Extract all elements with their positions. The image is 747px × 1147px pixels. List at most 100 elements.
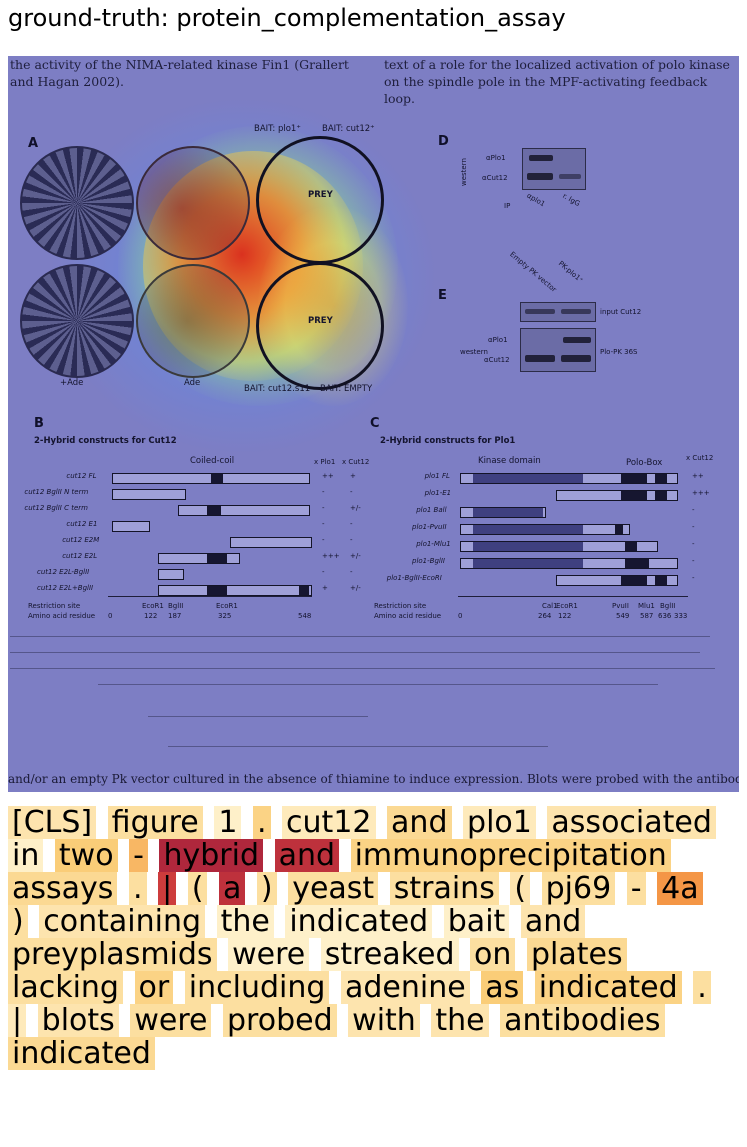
panel-c-construct-bar	[460, 507, 546, 518]
panel-d-ip-label: IP	[504, 202, 511, 210]
panel-b-construct-bar	[178, 505, 310, 516]
plate-label-ade: Ade	[184, 378, 201, 388]
panel-b-construct-name: cut12 BglII N term	[24, 488, 89, 496]
token-chip: were	[130, 1004, 212, 1037]
panel-b-score-plo1: -	[322, 568, 325, 576]
panel-b-site-1: EcoR1	[142, 602, 164, 610]
panel-c-title: 2-Hybrid constructs for Plo1	[380, 436, 516, 446]
panel-d-western: western	[460, 158, 468, 186]
panel-e-blot-input	[520, 302, 596, 322]
token-chip: and	[520, 905, 586, 938]
panel-b-axis	[108, 596, 312, 597]
token-chip: pj69	[541, 872, 616, 905]
panel-c-construct-name: plo1 Ball	[416, 506, 447, 514]
token-chip: in	[8, 839, 44, 872]
panel-b-score-cut12: -	[350, 488, 353, 496]
panel-b-score-plo1: -	[322, 504, 325, 512]
panel-b-construct-bar	[158, 553, 240, 564]
panel-b-construct-bar	[158, 585, 312, 596]
panel-c-construct-name: plo1-E1	[424, 489, 452, 497]
panel-c-construct-name: plo1-PvuII	[412, 523, 447, 531]
token-chip: 4a	[657, 872, 703, 905]
token-chip: )	[256, 872, 277, 905]
token-chip: or	[134, 971, 174, 1004]
panel-b-construct-bar	[112, 521, 150, 532]
panel-b-score-plo1: -	[322, 520, 325, 528]
token-chip: with	[348, 1004, 420, 1037]
panel-b-construct-name: cut12 FL	[66, 472, 97, 480]
token-attention-list: [CLS] figure 1 . cut12 and plo1 associat…	[8, 806, 728, 1070]
panel-b-score-cut12: -	[350, 568, 353, 576]
panel-b-num-2: 187	[168, 612, 182, 620]
token-chip: on	[470, 938, 516, 971]
token-chip: (	[187, 872, 208, 905]
panel-c-num-2: 122	[558, 612, 572, 620]
panel-c-site-4: Mlu1	[638, 602, 655, 610]
token-chip: immunoprecipitation	[350, 839, 671, 872]
token-chip: )	[8, 905, 28, 938]
panel-c-site-1: Cal1	[542, 602, 558, 610]
panel-b-construct-bar	[158, 569, 184, 580]
panel-c-num-1: 264	[538, 612, 552, 620]
token-chip: as	[481, 971, 524, 1004]
panel-d-row-cut12: αCut12	[482, 174, 508, 182]
plate-top-middle	[136, 146, 250, 260]
token-chip: plates	[526, 938, 627, 971]
panel-c-construct-bar	[556, 575, 678, 586]
token-chip: lacking	[8, 971, 123, 1004]
plate-label-bottom-right	[256, 262, 384, 390]
token-chip: 1	[214, 806, 242, 839]
token-chip: and	[387, 806, 452, 839]
token-chip: indicated	[8, 1037, 155, 1070]
figure-top-left-text: the activity of the NIMA-related kinase …	[10, 57, 349, 89]
faded-line	[98, 684, 658, 685]
bait-label-top-right: BAIT: cut12⁺	[322, 124, 375, 134]
panel-c-polo: Polo-Box	[626, 458, 663, 468]
panel-b-score-plo1: -	[322, 536, 325, 544]
token-chip: probed	[223, 1004, 337, 1037]
panel-b-num-4: 548	[298, 612, 312, 620]
token-chip: indicated	[534, 971, 682, 1004]
figure-bottom-caption: and/or an empty Pk vector cultured in th…	[8, 772, 739, 786]
faded-line	[10, 652, 700, 653]
panel-b-domain: Coiled-coil	[190, 456, 235, 466]
panel-b-site-3: EcoR1	[216, 602, 238, 610]
panel-b-construct-bar	[112, 489, 186, 500]
panel-b-col-cut12: x Cut12	[342, 458, 370, 466]
token-chip: and	[274, 839, 340, 872]
token-chip: preyplasmids	[8, 938, 217, 971]
token-chip: including	[184, 971, 330, 1004]
faded-line	[10, 668, 715, 669]
token-chip: containing	[39, 905, 206, 938]
panel-c-col-cut12: x Cut12	[686, 454, 714, 462]
token-chip: |	[8, 1004, 27, 1037]
panel-e-row-plo1: αPlo1	[488, 336, 508, 344]
panel-c-construct-name: plo1-BglII	[412, 557, 445, 565]
panel-e-input-cut12: input Cut12	[600, 308, 642, 316]
panel-b-score-cut12: +/-	[350, 504, 361, 512]
attention-heatmap-panel: the activity of the NIMA-related kinase …	[8, 56, 739, 792]
panel-label-b: B	[34, 416, 44, 431]
panel-b-num-0: 0	[108, 612, 113, 620]
panel-c-num-0: 0	[458, 612, 463, 620]
panel-b-restriction: Restriction site	[28, 602, 81, 610]
panel-b-construct-name: cut12 E2L	[62, 552, 98, 560]
panel-c-num-5: 636	[658, 612, 672, 620]
panel-b-score-cut12: -	[350, 520, 353, 528]
token-chip: plo1	[463, 806, 536, 839]
token-chip: streaked	[320, 938, 459, 971]
token-chip: two	[54, 839, 118, 872]
plate-label-top-right	[256, 136, 384, 264]
panel-c-construct-name: plo1-BglII-EcoRI	[386, 574, 442, 582]
panel-c-site-5: BglII	[660, 602, 676, 610]
panel-b-score-cut12: +/-	[350, 584, 361, 592]
panel-c-construct-name: plo1 FL	[424, 472, 450, 480]
panel-d-lane-igg: r. IgG	[561, 191, 582, 209]
panel-b-num-1: 122	[144, 612, 158, 620]
panel-b-score-plo1: +++	[322, 552, 340, 560]
panel-e-blot-ip	[520, 328, 596, 372]
token-chip: |	[158, 872, 177, 905]
panel-d-row-plo1: αPlo1	[486, 154, 506, 162]
prey-label-bottom: PREY	[308, 316, 333, 326]
panel-b-construct-bar	[112, 473, 310, 484]
